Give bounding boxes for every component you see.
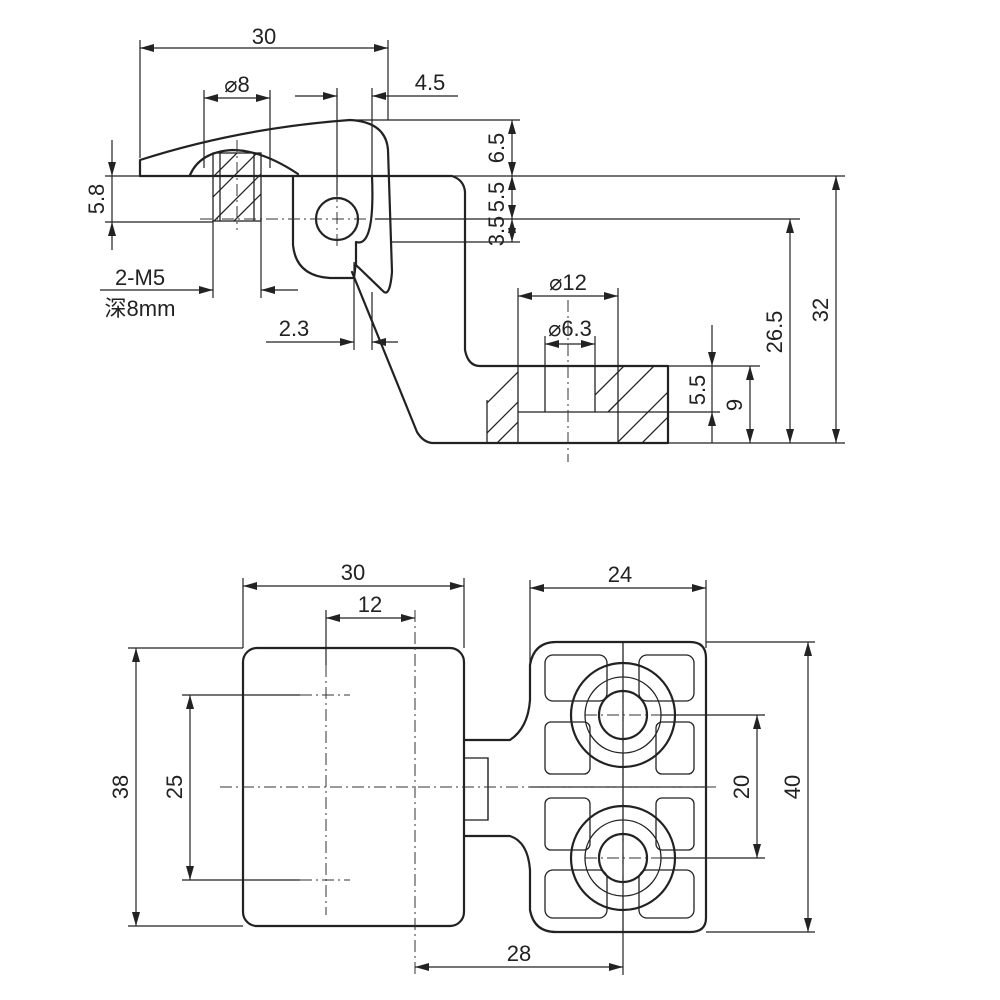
svg-text:25: 25 bbox=[162, 775, 187, 799]
dim-30-top: 30 bbox=[139, 24, 389, 158]
svg-text:⌀8: ⌀8 bbox=[224, 72, 249, 97]
dim-dia-8: ⌀8 bbox=[203, 72, 271, 168]
dim-stack-right: 6.5 5.5 3.5 bbox=[350, 119, 520, 247]
dim-25: 25 bbox=[162, 694, 300, 881]
dim-28: 28 bbox=[415, 932, 624, 975]
dim-32: 32 bbox=[520, 175, 845, 443]
dim-9: 9 bbox=[722, 366, 754, 443]
lever-outline bbox=[138, 118, 394, 294]
side-view: 30 ⌀8 4.5 bbox=[84, 24, 845, 462]
svg-text:9: 9 bbox=[722, 399, 747, 411]
svg-text:2-M5: 2-M5 bbox=[115, 265, 165, 290]
svg-text:6.5: 6.5 bbox=[484, 133, 509, 164]
svg-text:24: 24 bbox=[608, 562, 632, 587]
svg-text:28: 28 bbox=[507, 941, 531, 966]
svg-text:20: 20 bbox=[729, 775, 754, 799]
svg-text:5.8: 5.8 bbox=[84, 184, 109, 215]
svg-text:4.5: 4.5 bbox=[415, 70, 446, 95]
hinge-arm bbox=[350, 174, 670, 445]
threaded-hole bbox=[212, 152, 262, 222]
svg-text:3.5: 3.5 bbox=[484, 216, 509, 247]
svg-text:深8mm: 深8mm bbox=[105, 296, 176, 321]
svg-text:32: 32 bbox=[808, 298, 833, 322]
dim-2-3: 2.3 bbox=[266, 262, 398, 350]
svg-text:26.5: 26.5 bbox=[762, 311, 787, 354]
plan-view: 30 12 24 38 bbox=[108, 560, 815, 975]
svg-text:30: 30 bbox=[341, 560, 365, 585]
dim-26-5: 26.5 bbox=[520, 218, 845, 444]
svg-text:5.5: 5.5 bbox=[685, 375, 710, 406]
dim-dia-12: ⌀12 bbox=[517, 270, 619, 366]
svg-text:30: 30 bbox=[252, 24, 276, 49]
counterbore bbox=[188, 148, 300, 177]
dim-4-5: 4.5 bbox=[295, 70, 458, 195]
svg-text:38: 38 bbox=[108, 775, 133, 799]
knuckle-pin bbox=[463, 757, 489, 821]
svg-text:⌀12: ⌀12 bbox=[549, 270, 587, 295]
svg-text:40: 40 bbox=[780, 775, 805, 799]
base-section bbox=[469, 366, 668, 443]
svg-text:2.3: 2.3 bbox=[279, 316, 310, 341]
knuckle-connector bbox=[462, 640, 708, 934]
dim-dia-6-3: ⌀6.3 bbox=[544, 316, 596, 366]
dim-5-5-base: 5.5 bbox=[618, 325, 760, 444]
dim-38: 38 bbox=[108, 647, 243, 927]
dim-24: 24 bbox=[529, 562, 707, 665]
dim-5-8: 5.8 bbox=[84, 140, 213, 250]
dim-12: 12 bbox=[325, 592, 415, 665]
hinge-knuckle bbox=[291, 174, 358, 280]
svg-text:12: 12 bbox=[358, 592, 382, 617]
svg-text:5.5: 5.5 bbox=[484, 182, 509, 213]
svg-text:⌀6.3: ⌀6.3 bbox=[548, 316, 592, 341]
dim-30-plan: 30 bbox=[242, 560, 465, 648]
dim-40: 40 bbox=[706, 641, 815, 933]
dim-20: 20 bbox=[661, 714, 765, 859]
dim-thread: 2-M5 深8mm bbox=[100, 221, 298, 321]
